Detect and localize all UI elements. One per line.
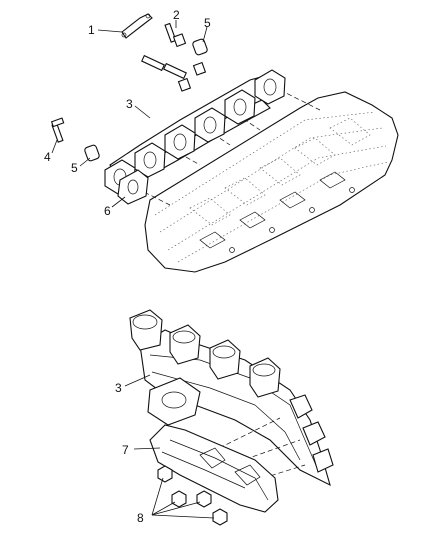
nut [171, 490, 187, 508]
callout-6: 6 [104, 204, 111, 218]
leader-line-4 [51, 139, 58, 154]
spacer-sleeve [192, 38, 208, 56]
callout-7: 7 [122, 443, 129, 457]
leader-line-8d [151, 514, 215, 519]
nut [212, 508, 228, 526]
heat-shield [149, 424, 279, 513]
callout-5-lower: 5 [71, 161, 78, 175]
callout-1: 1 [88, 23, 95, 37]
stud-pair [141, 54, 207, 92]
callout-5-top: 5 [204, 16, 211, 30]
callout-4: 4 [44, 150, 51, 164]
leader-line-8b [151, 501, 176, 516]
nut [157, 465, 173, 483]
leader-line-6 [111, 196, 126, 208]
gasket [117, 169, 149, 205]
leader-line-8a [151, 477, 164, 516]
nut [196, 490, 212, 508]
callout-3-bottom: 3 [115, 381, 122, 395]
leader-line-3b [124, 374, 151, 387]
callout-2: 2 [173, 8, 180, 22]
bracket [121, 13, 153, 39]
callout-3-top: 3 [126, 97, 133, 111]
stud [164, 22, 187, 48]
spacer-sleeve-lower [84, 144, 100, 162]
nut-group [157, 465, 228, 526]
leader-line-5b [79, 157, 91, 167]
leader-line-1 [97, 29, 123, 33]
callout-8: 8 [137, 511, 144, 525]
leader-line-7 [133, 447, 161, 450]
alignment-line [204, 417, 281, 456]
leader-line-8c [151, 501, 201, 516]
leader-line-5a [202, 26, 208, 43]
alignment-line [214, 439, 301, 471]
cylinder-head [144, 91, 399, 273]
leader-line-3a [134, 105, 151, 119]
exhaust-manifold-lower [129, 309, 334, 487]
manifold-stud [50, 117, 65, 143]
